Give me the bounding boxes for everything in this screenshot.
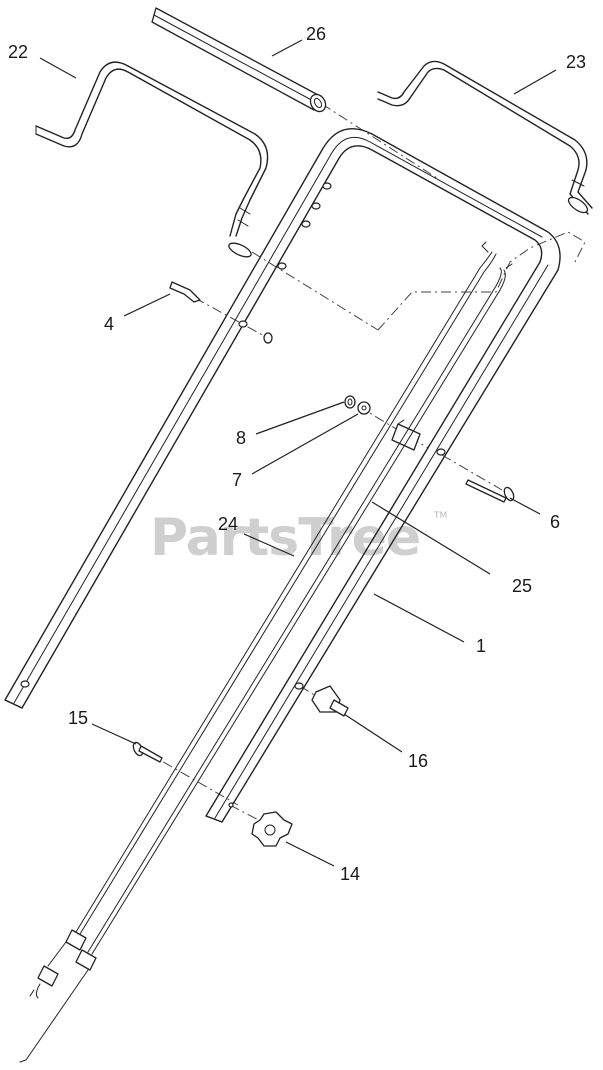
watermark-trademark: TM	[433, 511, 447, 521]
callout-26: 26	[306, 24, 326, 44]
callout-23: 23	[566, 52, 586, 72]
callout-16: 16	[408, 751, 428, 771]
callout-6: 6	[550, 512, 560, 532]
callout-8: 8	[236, 428, 246, 448]
cable-clip	[169, 281, 273, 344]
main-handle-tube	[4, 127, 561, 823]
cable-guide	[391, 419, 421, 451]
bolt	[465, 479, 515, 503]
watermark: PartsTree TM	[150, 508, 447, 568]
callout-1: 1	[476, 636, 486, 656]
callout-7: 7	[232, 470, 242, 490]
cable-pin	[132, 741, 163, 763]
carriage-stud	[311, 685, 349, 717]
handle-knob	[251, 811, 293, 847]
alignment-lines	[145, 103, 586, 826]
callout-24: 24	[218, 514, 238, 534]
leader-lines	[39, 39, 557, 867]
right-bail-bar	[377, 60, 593, 215]
callout-25: 25	[512, 576, 532, 596]
nut-and-washer	[344, 395, 371, 415]
left-bail-bar	[35, 61, 269, 258]
upper-cross-tube	[151, 7, 327, 113]
callout-14: 14	[340, 864, 360, 884]
watermark-text: PartsTree	[150, 508, 420, 568]
control-cables	[19, 241, 513, 1063]
callout-15: 15	[68, 708, 88, 728]
callout-4: 4	[104, 314, 114, 334]
callout-labels: 22 26 23 4 8 7 6 24 25 1 15 16 14	[8, 24, 586, 884]
callout-22: 22	[8, 42, 28, 62]
